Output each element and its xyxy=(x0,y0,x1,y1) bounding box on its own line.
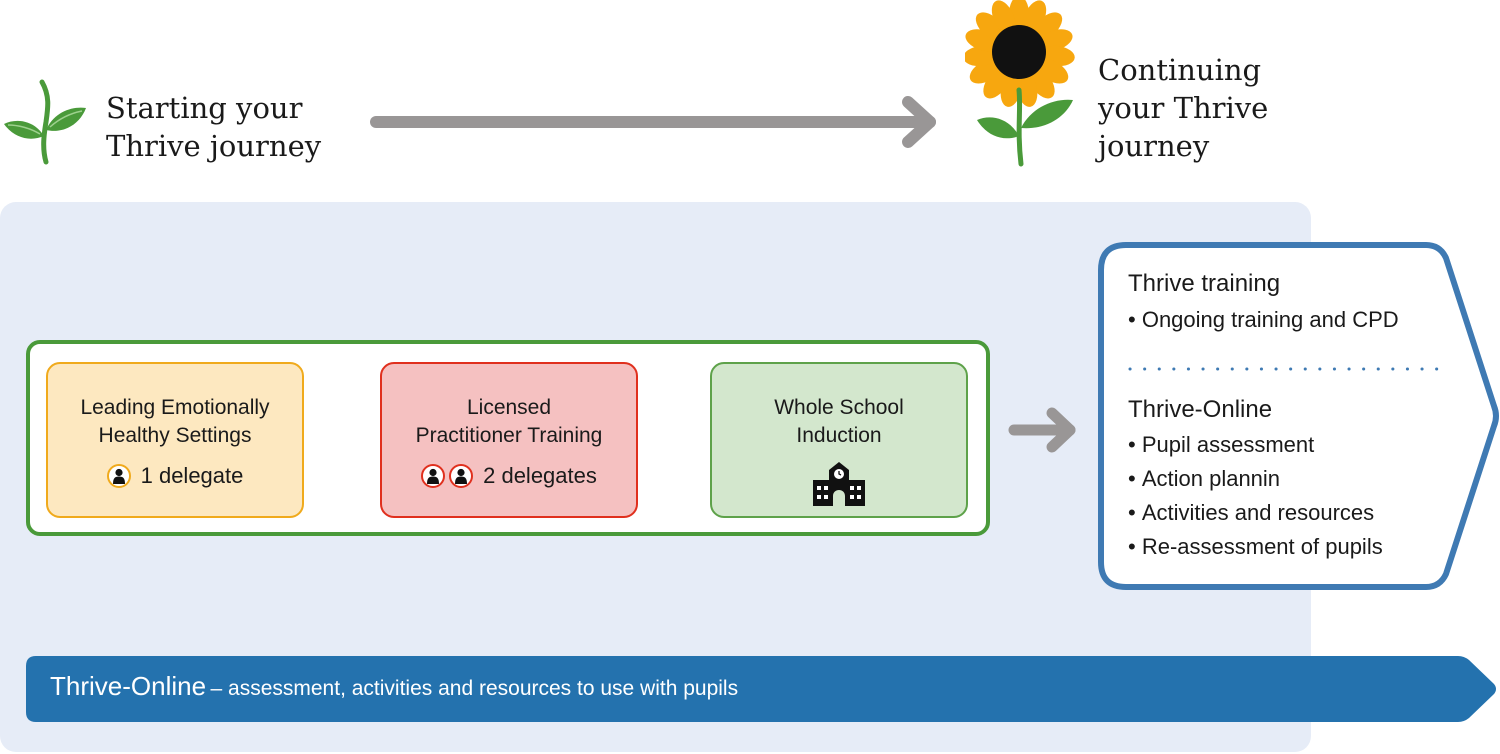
list-item-text: Action plannin xyxy=(1141,466,1281,491)
card-title: Whole School Induction xyxy=(712,394,966,450)
list-item: • Re-assessment of pupils xyxy=(1128,530,1383,564)
card-title-line1: Whole School xyxy=(774,396,904,419)
continue-title: Continuing your Thrive journey xyxy=(1098,51,1268,165)
card-title-line1: Licensed xyxy=(466,396,552,419)
delegates-row: 2 delegates xyxy=(382,462,636,490)
list-item: • Ongoing training and CPD xyxy=(1128,303,1399,337)
list-item: • Activities and resources xyxy=(1128,496,1383,530)
journey-arrow-icon xyxy=(370,96,936,148)
card-title-line1: Leading Emotionally xyxy=(80,396,270,419)
sprout-icon xyxy=(4,79,86,165)
list-item: • Action plannin xyxy=(1128,462,1383,496)
start-title-line2: Thrive journey xyxy=(106,129,322,163)
card-leading-emotionally-healthy-settings: Leading Emotionally Healthy Settings 1 d… xyxy=(46,362,304,518)
list-item-text: Ongoing training and CPD xyxy=(1141,307,1399,332)
thrive-online-list: • Pupil assessment • Action plannin • Ac… xyxy=(1128,428,1383,564)
delegates-label: 2 delegates xyxy=(483,463,597,488)
list-item-text: Activities and resources xyxy=(1141,500,1375,525)
continue-title-line2: your Thrive xyxy=(1098,91,1269,125)
delegates-row: 1 delegate xyxy=(48,462,302,490)
thrive-training-heading: Thrive training xyxy=(1128,270,1281,297)
continue-title-line3: journey xyxy=(1098,129,1210,163)
banner-subtitle: – assessment, activities and resources t… xyxy=(210,677,739,700)
delegates-label: 1 delegate xyxy=(140,463,244,488)
list-item-text: Re-assessment of pupils xyxy=(1141,534,1383,559)
card-title-line2: Induction xyxy=(796,424,882,447)
card-title-line2: Practitioner Training xyxy=(415,424,603,447)
bullet: • xyxy=(1128,500,1136,525)
banner-title: Thrive-Online xyxy=(50,671,207,701)
bullet: • xyxy=(1128,534,1136,559)
school-icon xyxy=(813,462,865,506)
start-title: Starting your Thrive journey xyxy=(106,89,321,165)
start-title-line1: Starting your xyxy=(106,91,303,125)
continuing-box-outline xyxy=(1098,242,1499,590)
card-licensed-practitioner-training: Licensed Practitioner Training 2 delegat… xyxy=(380,362,638,518)
banner-text: Thrive-Online – assessment, activities a… xyxy=(50,671,738,702)
bullet: • xyxy=(1128,432,1136,457)
person-icon xyxy=(421,464,446,488)
card-title: Leading Emotionally Healthy Settings xyxy=(48,394,302,450)
card-title-line2: Healthy Settings xyxy=(98,424,252,447)
person-icon xyxy=(106,464,131,488)
thrive-online-heading: Thrive-Online xyxy=(1128,396,1273,423)
thrive-training-list: • Ongoing training and CPD xyxy=(1128,303,1399,337)
card-whole-school-induction: Whole School Induction xyxy=(710,362,968,518)
sunflower-icon xyxy=(965,0,1075,167)
continue-title-line1: Continuing xyxy=(1098,53,1262,87)
next-step-arrow-icon xyxy=(1008,407,1076,453)
list-item-text: Pupil assessment xyxy=(1141,432,1315,457)
thrive-online-banner xyxy=(26,656,1496,722)
bullet: • xyxy=(1128,307,1136,332)
list-item: • Pupil assessment xyxy=(1128,428,1383,462)
card-title: Licensed Practitioner Training xyxy=(382,394,636,450)
bullet: • xyxy=(1128,466,1136,491)
person-icon xyxy=(449,464,474,488)
